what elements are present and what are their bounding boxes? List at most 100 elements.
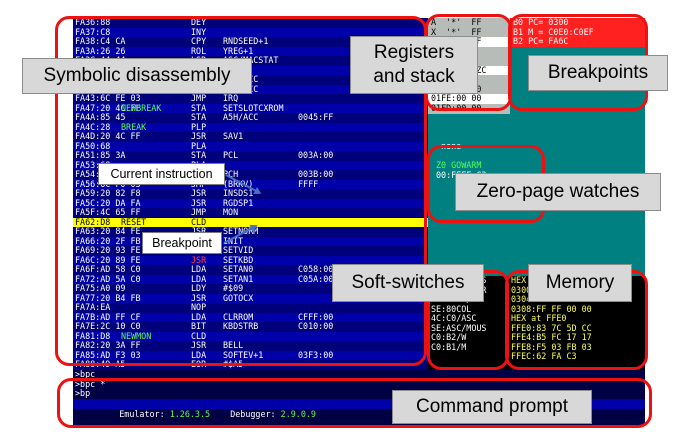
emulator-version: 1.26.3.5 xyxy=(169,408,211,419)
zeropage-label: Zero-page watches xyxy=(455,173,661,211)
disasm-opcode: JMP xyxy=(191,93,207,103)
debugger-label: Debugger: xyxy=(230,408,276,419)
disasm-opcode: INY xyxy=(191,26,207,37)
disasm-address: FA37:C8 xyxy=(75,26,111,37)
disasm-address: FA69:20 93 FE xyxy=(75,245,141,255)
disasm-opcode: CLD xyxy=(191,216,207,227)
disasm-target: 003A:00 xyxy=(298,150,334,160)
disasm-address: FA5C:20 DA FA xyxy=(75,197,141,208)
disasm-address: FA85:AD F3 03 xyxy=(75,349,141,360)
disasm-target: 003B:00 xyxy=(298,169,334,179)
disasm-target: C010:00 xyxy=(298,321,334,331)
disasm-address: FA47:20 4C FF xyxy=(75,102,141,113)
disasm-opcode: JSR xyxy=(191,340,207,350)
disasm-opcode: STA xyxy=(191,102,207,113)
disasm-operand: (BRKV) xyxy=(223,178,254,189)
disasm-address: FA51:85 3A xyxy=(75,150,126,160)
command-line[interactable]: >bp xyxy=(75,388,91,398)
command-label: Command prompt xyxy=(392,390,592,424)
softswitch-line: 4C:C0/ASC xyxy=(431,313,477,323)
disasm-opcode: ROL xyxy=(191,45,207,56)
disasm-address: FA53:68 xyxy=(75,159,111,170)
disasm-address: FA4C:28 xyxy=(75,121,111,132)
disasm-address: FA6F:AD 58 C0 xyxy=(75,264,141,274)
breakpoint-entry[interactable]: B2 PC= FA6C xyxy=(510,36,645,47)
disasm-operand: SOFTEV+1 xyxy=(223,349,264,360)
memory-line: FFE4:B5 FC 17 17 xyxy=(511,332,592,342)
disasm-operand: YREG+1 xyxy=(223,45,254,56)
disasm-label: Symbolic disassembly xyxy=(22,58,252,94)
disasm-opcode: NOP xyxy=(191,302,207,312)
disasm-opcode: STA xyxy=(191,150,207,160)
disasm-address: FA63:20 84 FE xyxy=(75,226,141,236)
breakpoint-entry[interactable]: B1 M = C0E0:C0EF xyxy=(510,27,645,37)
disasm-opcode: CPY xyxy=(191,36,207,46)
disasm-operand: GOTOCX xyxy=(223,292,254,303)
disasm-target: 03F3:00 xyxy=(298,349,334,360)
disasm-address: FA66:20 2F FB xyxy=(75,235,141,246)
disasm-opcode: PLA xyxy=(191,140,207,151)
disasm-opcode: JSR xyxy=(191,197,207,208)
disasm-address: FA36:88 xyxy=(75,18,111,27)
disasm-symbol: NEWMON xyxy=(121,330,152,341)
zeropage-watch-line: Z0 GOWARM xyxy=(436,160,482,170)
disasm-operand: SETNORM xyxy=(223,226,259,236)
memory-line: FFEC:62 FA C3 xyxy=(511,351,577,361)
breakpoints-label: Breakpoints xyxy=(528,55,668,91)
emulator-label: Emulator: xyxy=(119,408,165,419)
disasm-opcode: JSR xyxy=(191,131,207,141)
disasm-row[interactable]: FA37:C8 INY xyxy=(73,26,428,38)
disasm-opcode: BIT xyxy=(191,321,207,331)
command-line: >bpc * xyxy=(75,378,106,389)
disasm-operand: SETSLOTCXROM xyxy=(223,102,284,113)
disasm-opcode: DEY xyxy=(191,18,207,27)
disasm-address: FA77:20 B4 FB xyxy=(75,292,141,303)
disasm-opcode: PLP xyxy=(191,121,207,132)
disasm-opcode: CLD xyxy=(191,330,207,341)
command-line: >bpc xyxy=(75,369,96,379)
disasm-opcode: JSR xyxy=(191,254,207,265)
regs-label-line1: Registers xyxy=(373,42,455,63)
debugger-version: 2.9.0.9 xyxy=(280,408,316,419)
disasm-address: FA4A:85 45 xyxy=(75,112,126,122)
disasm-operand: SETAN1 xyxy=(223,273,254,284)
disasm-operand: MON xyxy=(223,207,239,217)
disasm-address: FA82:20 3A FF xyxy=(75,340,141,350)
command-history: >bpc>bpc *>bp xyxy=(73,369,645,399)
regs-label: Registers and stack xyxy=(350,36,478,94)
disasm-operand: CLRROM xyxy=(223,311,254,322)
disasm-row[interactable]: FA36:88 DEY xyxy=(73,18,428,28)
disasm-address: FA75:A0 09 xyxy=(75,283,126,293)
memory-line: HEX at FFE0 xyxy=(511,313,567,323)
watch-spacer xyxy=(428,114,645,142)
softswitch-line: C0:B1/M xyxy=(431,341,467,352)
current-instruction-label: Current instruction xyxy=(98,163,225,185)
disasm-opcode: LDA xyxy=(191,311,207,322)
disasm-callout-box xyxy=(55,16,427,366)
